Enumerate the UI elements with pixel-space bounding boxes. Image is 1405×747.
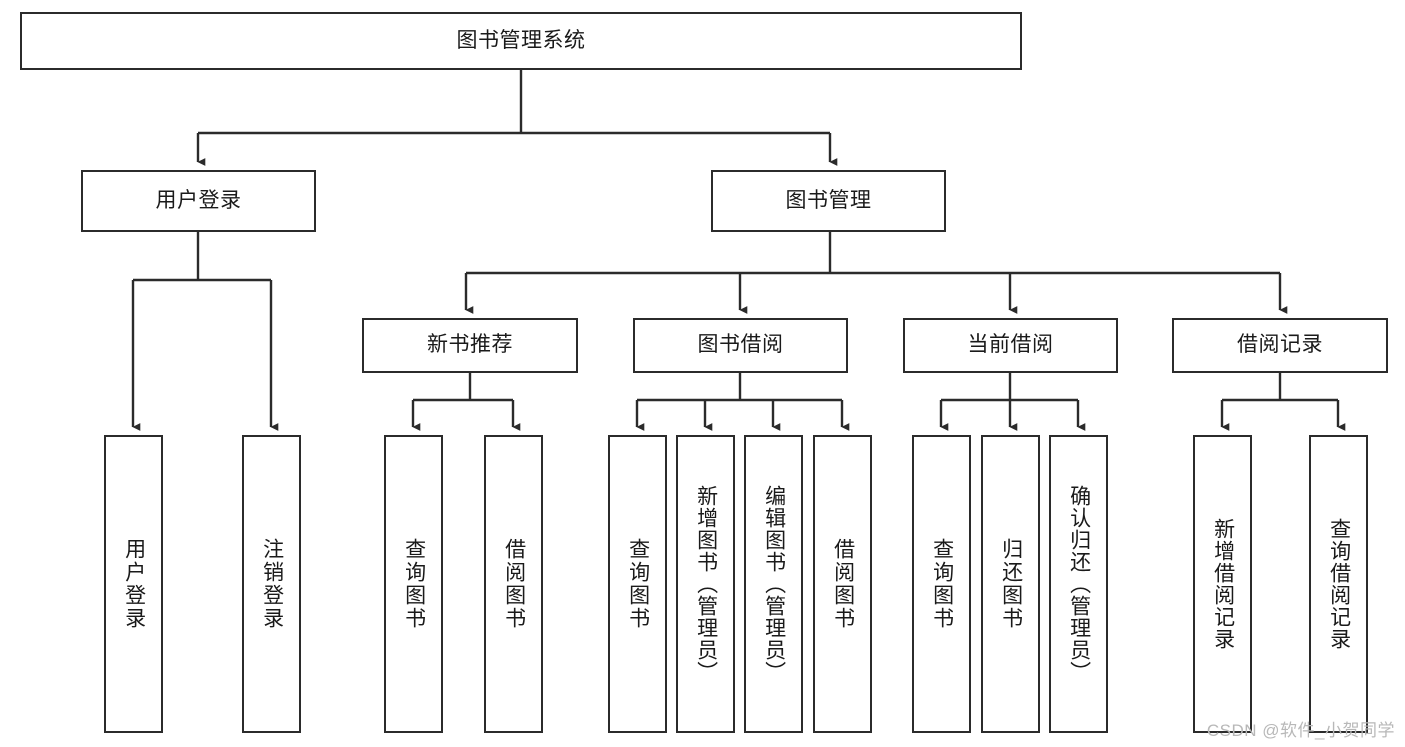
leaf-add-book-label: 新增图书（管理员） xyxy=(694,485,718,683)
leaf-user-login-label: 用户登录 xyxy=(122,538,146,630)
leaf-confirm-return[interactable]: 确认归还（管理员） xyxy=(1049,435,1108,733)
leaf-return-book-label: 归还图书 xyxy=(999,538,1023,630)
node-book-manage-label: 图书管理 xyxy=(785,188,872,212)
node-root[interactable]: 图书管理系统 xyxy=(20,12,1022,70)
node-root-label: 图书管理系统 xyxy=(456,28,586,52)
leaf-query-record-label: 查询借阅记录 xyxy=(1327,518,1351,650)
leaf-query-book-3-label: 查询图书 xyxy=(930,538,954,630)
leaf-add-record[interactable]: 新增借阅记录 xyxy=(1193,435,1252,733)
node-book-manage[interactable]: 图书管理 xyxy=(711,170,946,232)
leaf-query-book-3[interactable]: 查询图书 xyxy=(912,435,971,733)
node-borrow-record-label: 借阅记录 xyxy=(1237,333,1323,357)
leaf-query-record[interactable]: 查询借阅记录 xyxy=(1309,435,1368,733)
node-current-borrow-label: 当前借阅 xyxy=(967,333,1054,357)
leaf-borrow-book-1[interactable]: 借阅图书 xyxy=(484,435,543,733)
leaf-edit-book-label: 编辑图书（管理员） xyxy=(762,485,786,683)
leaf-user-login[interactable]: 用户登录 xyxy=(104,435,163,733)
node-user-login-label: 用户登录 xyxy=(155,188,242,212)
leaf-edit-book[interactable]: 编辑图书（管理员） xyxy=(744,435,803,733)
node-new-book-recommend[interactable]: 新书推荐 xyxy=(362,318,578,373)
leaf-add-record-label: 新增借阅记录 xyxy=(1211,518,1235,650)
leaf-query-book-2-label: 查询图书 xyxy=(626,538,650,630)
leaf-logout-login[interactable]: 注销登录 xyxy=(242,435,301,733)
leaf-return-book[interactable]: 归还图书 xyxy=(981,435,1040,733)
node-book-borrow[interactable]: 图书借阅 xyxy=(633,318,848,373)
leaf-logout-login-label: 注销登录 xyxy=(260,538,284,630)
leaf-borrow-book-2-label: 借阅图书 xyxy=(831,538,855,630)
leaf-query-book-1[interactable]: 查询图书 xyxy=(384,435,443,733)
leaf-add-book[interactable]: 新增图书（管理员） xyxy=(676,435,735,733)
leaf-borrow-book-2[interactable]: 借阅图书 xyxy=(813,435,872,733)
node-book-borrow-label: 图书借阅 xyxy=(697,333,784,357)
node-current-borrow[interactable]: 当前借阅 xyxy=(903,318,1118,373)
node-user-login[interactable]: 用户登录 xyxy=(81,170,316,232)
leaf-confirm-return-label: 确认归还（管理员） xyxy=(1067,485,1091,683)
leaf-borrow-book-1-label: 借阅图书 xyxy=(502,538,526,630)
node-new-book-recommend-label: 新书推荐 xyxy=(427,333,513,357)
node-borrow-record[interactable]: 借阅记录 xyxy=(1172,318,1388,373)
leaf-query-book-2[interactable]: 查询图书 xyxy=(608,435,667,733)
leaf-query-book-1-label: 查询图书 xyxy=(402,538,426,630)
